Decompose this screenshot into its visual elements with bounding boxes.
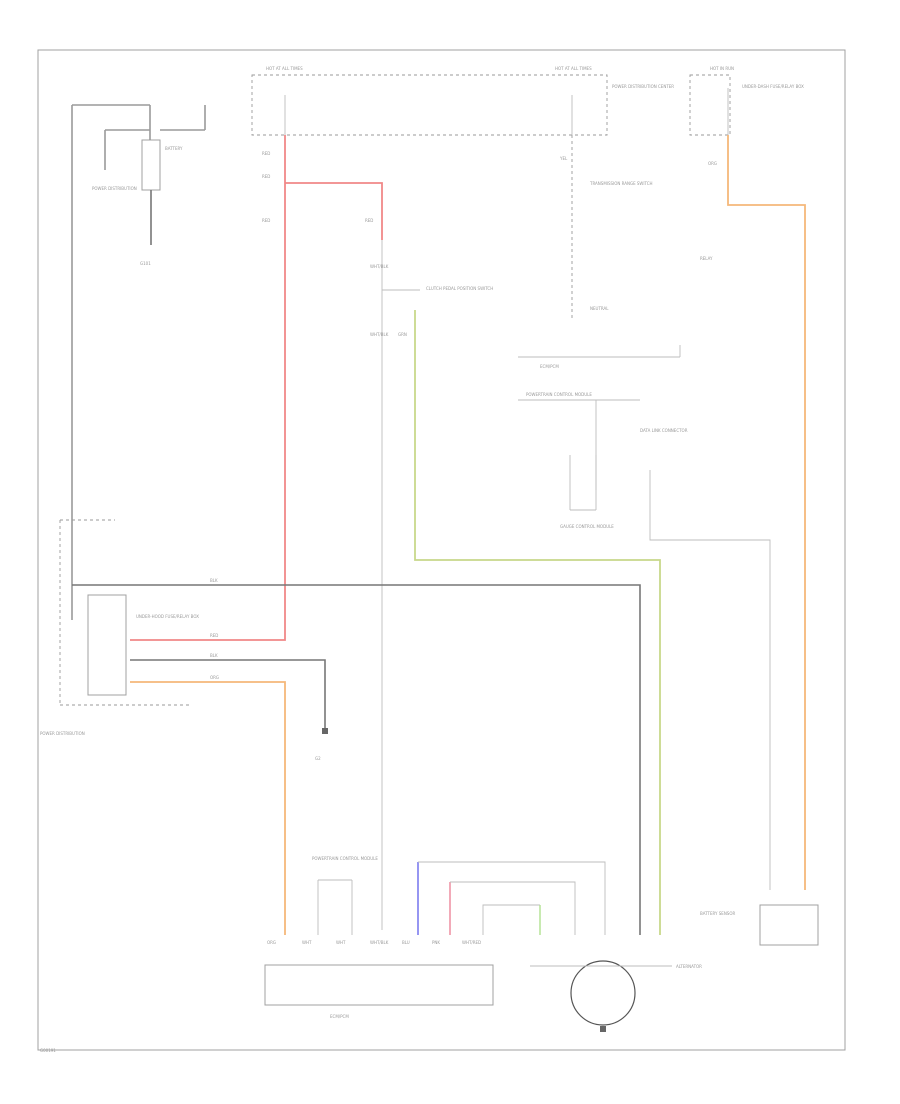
wire-label-wht-blk-3: WHT/BLK xyxy=(370,940,389,945)
wire-label-wht-red: WHT/RED xyxy=(462,940,481,945)
wire-green xyxy=(414,310,661,935)
wire-label-yel: YEL xyxy=(559,156,568,161)
fuse-box-3-desc: UNDER-DASH FUSE/RELAY BOX xyxy=(742,84,804,89)
ground-battery-label: G101 xyxy=(140,261,151,266)
fuse-box-main xyxy=(251,74,608,136)
wire-sensor-thin xyxy=(649,470,771,890)
wire-label-blu: BLU xyxy=(402,940,410,945)
bottom-connector-label: ECM/PCM xyxy=(330,1014,349,1019)
underhood-label: UNDER-HOOD FUSE/RELAY BOX xyxy=(136,614,199,619)
gauge-control-label: GAUGE CONTROL MODULE xyxy=(560,524,614,529)
wire-label-red-5: RED xyxy=(210,633,218,638)
wire-label-blk-2: BLK xyxy=(210,653,218,658)
battery-sensor-label: BATTERY SENSOR xyxy=(700,911,735,916)
battery-sensor-box xyxy=(759,904,819,946)
wire-label-wht-1: WHT xyxy=(302,940,312,945)
wire-label-grn: GRN xyxy=(398,332,407,337)
corner-label: G00191 xyxy=(40,1048,56,1053)
fuse-box-small xyxy=(689,74,731,136)
alternator-symbol xyxy=(570,960,636,1026)
power-dist-label: POWER DISTRIBUTION xyxy=(92,186,137,191)
neutral-label: NEUTRAL xyxy=(590,306,609,311)
wire-red-main xyxy=(130,135,286,641)
wire-label-red-2: RED xyxy=(262,174,270,179)
data-link-label: DATA LINK CONNECTOR xyxy=(640,428,688,433)
fuse-box-2-label: HOT AT ALL TIMES xyxy=(555,66,592,71)
wire-label-red-3: RED xyxy=(262,218,270,223)
underhood-desc: POWER DISTRIBUTION xyxy=(40,731,85,736)
wire-red-branch xyxy=(285,182,383,240)
wire-label-org-2: ORG xyxy=(210,675,219,680)
diagram-border xyxy=(37,49,846,1051)
fuse-box-3-label: HOT IN RUN xyxy=(710,66,734,71)
wire-label-pnk: PNK xyxy=(432,940,440,945)
pcm-label: POWERTRAIN CONTROL MODULE xyxy=(526,392,592,397)
battery-label: BATTERY xyxy=(165,146,183,151)
battery-block xyxy=(141,139,161,191)
wire-gray-horizontal xyxy=(72,584,641,935)
wire-orange-right xyxy=(727,135,806,890)
ground-g2-label: G2 xyxy=(315,756,321,761)
bottom-connector xyxy=(264,964,494,1006)
wire-black-g2 xyxy=(130,659,326,730)
ground-g2-symbol xyxy=(322,728,328,734)
fuse-box-1-label: HOT AT ALL TIMES xyxy=(266,66,303,71)
clutch-switch-label: CLUTCH PEDAL POSITION SWITCH xyxy=(426,286,493,291)
wire-label-red-1: RED xyxy=(262,151,270,156)
ecm-label: ECM/PCM xyxy=(540,364,559,369)
alternator-label: ALTERNATOR xyxy=(676,964,702,969)
wire-label-blk-1: BLK xyxy=(210,578,218,583)
wire-label-org-3: ORG xyxy=(267,940,276,945)
wire-label-wht-blk-1: WHT/BLK xyxy=(370,264,389,269)
wire-label-red-4: RED xyxy=(365,218,373,223)
wire-label-wht-blk-2: WHT/BLK xyxy=(370,332,389,337)
trans-range-label: TRANSMISSION RANGE SWITCH xyxy=(589,181,653,186)
pcm-sub-label: POWERTRAIN CONTROL MODULE xyxy=(312,856,378,861)
underhood-box xyxy=(87,594,127,696)
relay-label: RELAY xyxy=(700,256,713,261)
fuse-box-2-desc: POWER DISTRIBUTION CENTER xyxy=(612,84,674,89)
wire-orange-left xyxy=(130,681,286,935)
wire-label-org-1: ORG xyxy=(708,161,717,166)
wire-label-wht-2: WHT xyxy=(336,940,346,945)
